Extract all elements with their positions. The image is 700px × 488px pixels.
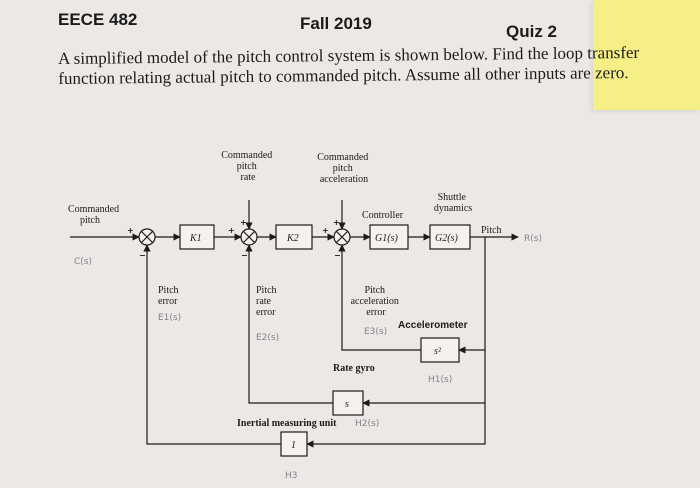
inertial-unit-label: Inertial measuring unit [237,418,337,429]
sum2-plus-sign-top: + [240,218,247,227]
accelerometer-pickoff-line [458,237,486,354]
rate-gyro-block [332,390,364,416]
commanded-pitch-label: Commanded pitch [68,204,122,226]
course-title: EECE 482 [58,10,138,29]
k2-block [275,224,313,250]
sum2-plus-sign-left: + [228,226,235,235]
imu-feedback-line [143,244,281,445]
pitch-accel-error-label: Pitch acceleration error [351,285,402,318]
pitch-output-label: Pitch [481,225,502,236]
handwritten-e3: E3(s) [364,327,387,337]
k2-label: K2 [286,233,299,244]
accelerometer-feedback-line [338,244,421,351]
sum3-plus-sign-left: + [322,226,329,235]
rate-gyro-tf: s [345,399,349,410]
g1-label: G1(s) [375,233,398,244]
controller-label: Controller [362,210,404,221]
imu-pickoff-line [306,403,486,448]
pitch-error-label: Pitch error [158,285,181,307]
g1-block [369,224,409,250]
accelerometer-label: Accelerometer [398,320,468,331]
sum1-minus-sign: − [139,251,146,260]
shuttle-dynamics-label: Shuttle dynamics [434,192,472,214]
commanded-pitch-accel-label: Commanded pitch acceleration [317,152,371,185]
sum2-minus-sign: − [241,251,248,260]
term-label: Fall 2019 [300,14,372,33]
g2-label: G2(s) [435,233,458,244]
pitch-rate-error-label: Pitch rate error [256,285,279,318]
rate-gyro-feedback-line [245,244,333,404]
handwritten-h1: H1(s) [428,375,452,385]
sum1-plus-sign: + [127,226,134,235]
g2-block [429,224,471,250]
rate-gyro-label: Rate gyro [333,363,375,374]
quiz-label: Quiz 2 [506,22,558,41]
sum3-minus-sign: − [334,251,341,260]
handwritten-h3: H3 [285,471,298,481]
handwritten-output: R(s) [524,234,542,244]
handwritten-e2: E2(s) [256,333,279,343]
imu-tf: 1 [291,440,296,451]
handwritten-h2: H2(s) [355,419,379,429]
k1-label: K1 [189,233,202,244]
sticky-note [593,0,700,110]
handwritten-input: C(s) [74,257,92,267]
sum3-plus-sign-top: + [333,218,340,227]
accelerometer-tf: s² [434,346,442,357]
handwritten-e1: E1(s) [158,313,181,323]
accelerometer-block [420,337,460,363]
commanded-pitch-rate-label: Commanded pitch rate [221,150,275,183]
